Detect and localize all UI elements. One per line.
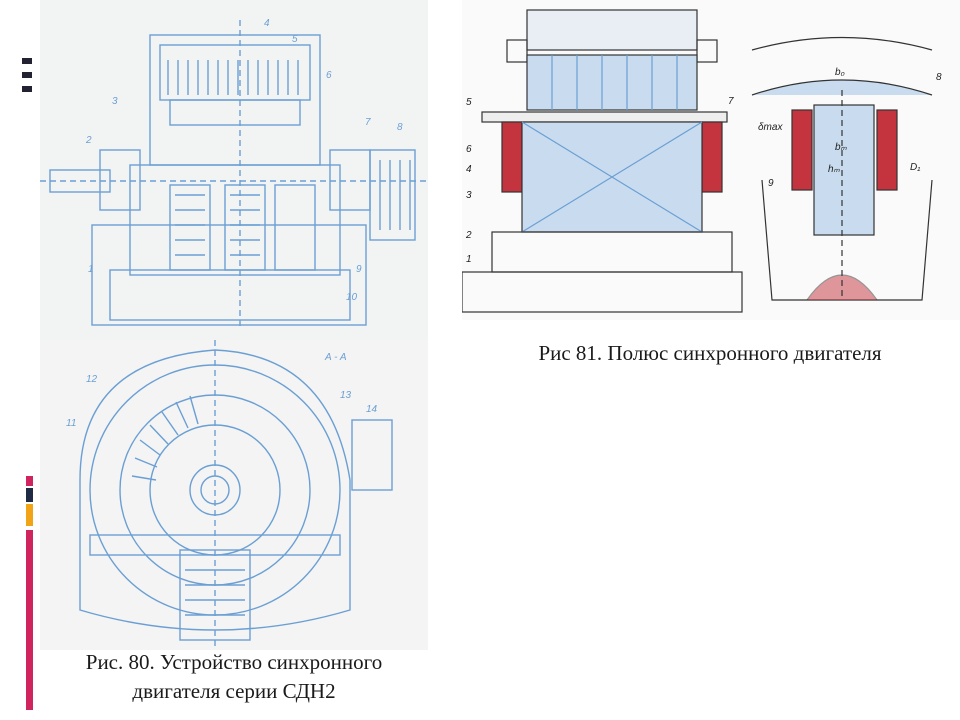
side-marker-3: [22, 86, 32, 92]
callout-10: 10: [346, 292, 358, 303]
pole-callout-7: 7: [728, 96, 734, 107]
callout-2: 2: [85, 135, 92, 146]
pole-drawing-svg: 5 7 6 4 3 2 1 8 9 b₀ bₘ hₘ D₁ δmax: [462, 9, 942, 313]
callout-4: 4: [264, 18, 270, 29]
dim-delta-max: δmax: [758, 122, 783, 133]
figure-81-pole-drawing: 5 7 6 4 3 2 1 8 9 b₀ bₘ hₘ D₁ δmax: [462, 0, 960, 320]
callout-13: 13: [340, 390, 352, 401]
pole-callout-8: 8: [936, 72, 942, 83]
side-marker-2: [22, 72, 32, 78]
callout-12: 12: [86, 374, 98, 385]
callout-7: 7: [365, 117, 371, 128]
pole-callout-1: 1: [466, 254, 472, 265]
pole-callout-2: 2: [465, 230, 472, 241]
pole-callout-5: 5: [466, 97, 472, 108]
dim-b0: b₀: [835, 67, 845, 78]
callout-11: 11: [66, 418, 76, 429]
figure-80-caption-line-2: двигателя серии СДН2: [132, 679, 336, 703]
accent-bar-pink: [26, 530, 33, 710]
accent-bar-pink-top: [26, 476, 33, 486]
figure-81-caption: Рис 81. Полюс синхронного двигателя: [480, 339, 940, 368]
accent-bar-orange: [26, 504, 33, 526]
section-label-aa: A - A: [324, 352, 347, 363]
callout-3: 3: [112, 96, 118, 107]
dim-bm: bₘ: [835, 142, 848, 153]
motor-end-view-svg: A - A 12 11 13 14: [66, 340, 393, 650]
pole-callout-6: 6: [466, 144, 472, 155]
figure-80-end-view-drawing: A - A 12 11 13 14: [40, 340, 428, 650]
accent-bar-navy: [26, 488, 33, 502]
figure-81-caption-line: Рис 81. Полюс синхронного двигателя: [538, 341, 882, 365]
callout-5: 5: [292, 34, 298, 45]
figure-80-caption: Рис. 80. Устройство синхронного двигател…: [40, 648, 428, 706]
callout-8: 8: [397, 122, 403, 133]
side-marker-1: [22, 58, 32, 64]
pole-callout-4: 4: [466, 164, 472, 175]
pole-callout-3: 3: [466, 190, 472, 201]
callout-6: 6: [326, 70, 332, 81]
callout-1: 1: [88, 264, 94, 275]
figure-80-caption-line-1: Рис. 80. Устройство синхронного: [85, 650, 383, 674]
callout-14: 14: [366, 404, 378, 415]
callout-9: 9: [356, 264, 362, 275]
dim-d1: D₁: [910, 162, 920, 173]
figure-80-section-drawing: 4 5 6 7 8 2 3 1 9 10: [40, 0, 428, 340]
motor-longitudinal-section-svg: 4 5 6 7 8 2 3 1 9 10: [40, 18, 428, 330]
dim-hm: hₘ: [828, 164, 841, 175]
pole-callout-9: 9: [768, 178, 774, 189]
